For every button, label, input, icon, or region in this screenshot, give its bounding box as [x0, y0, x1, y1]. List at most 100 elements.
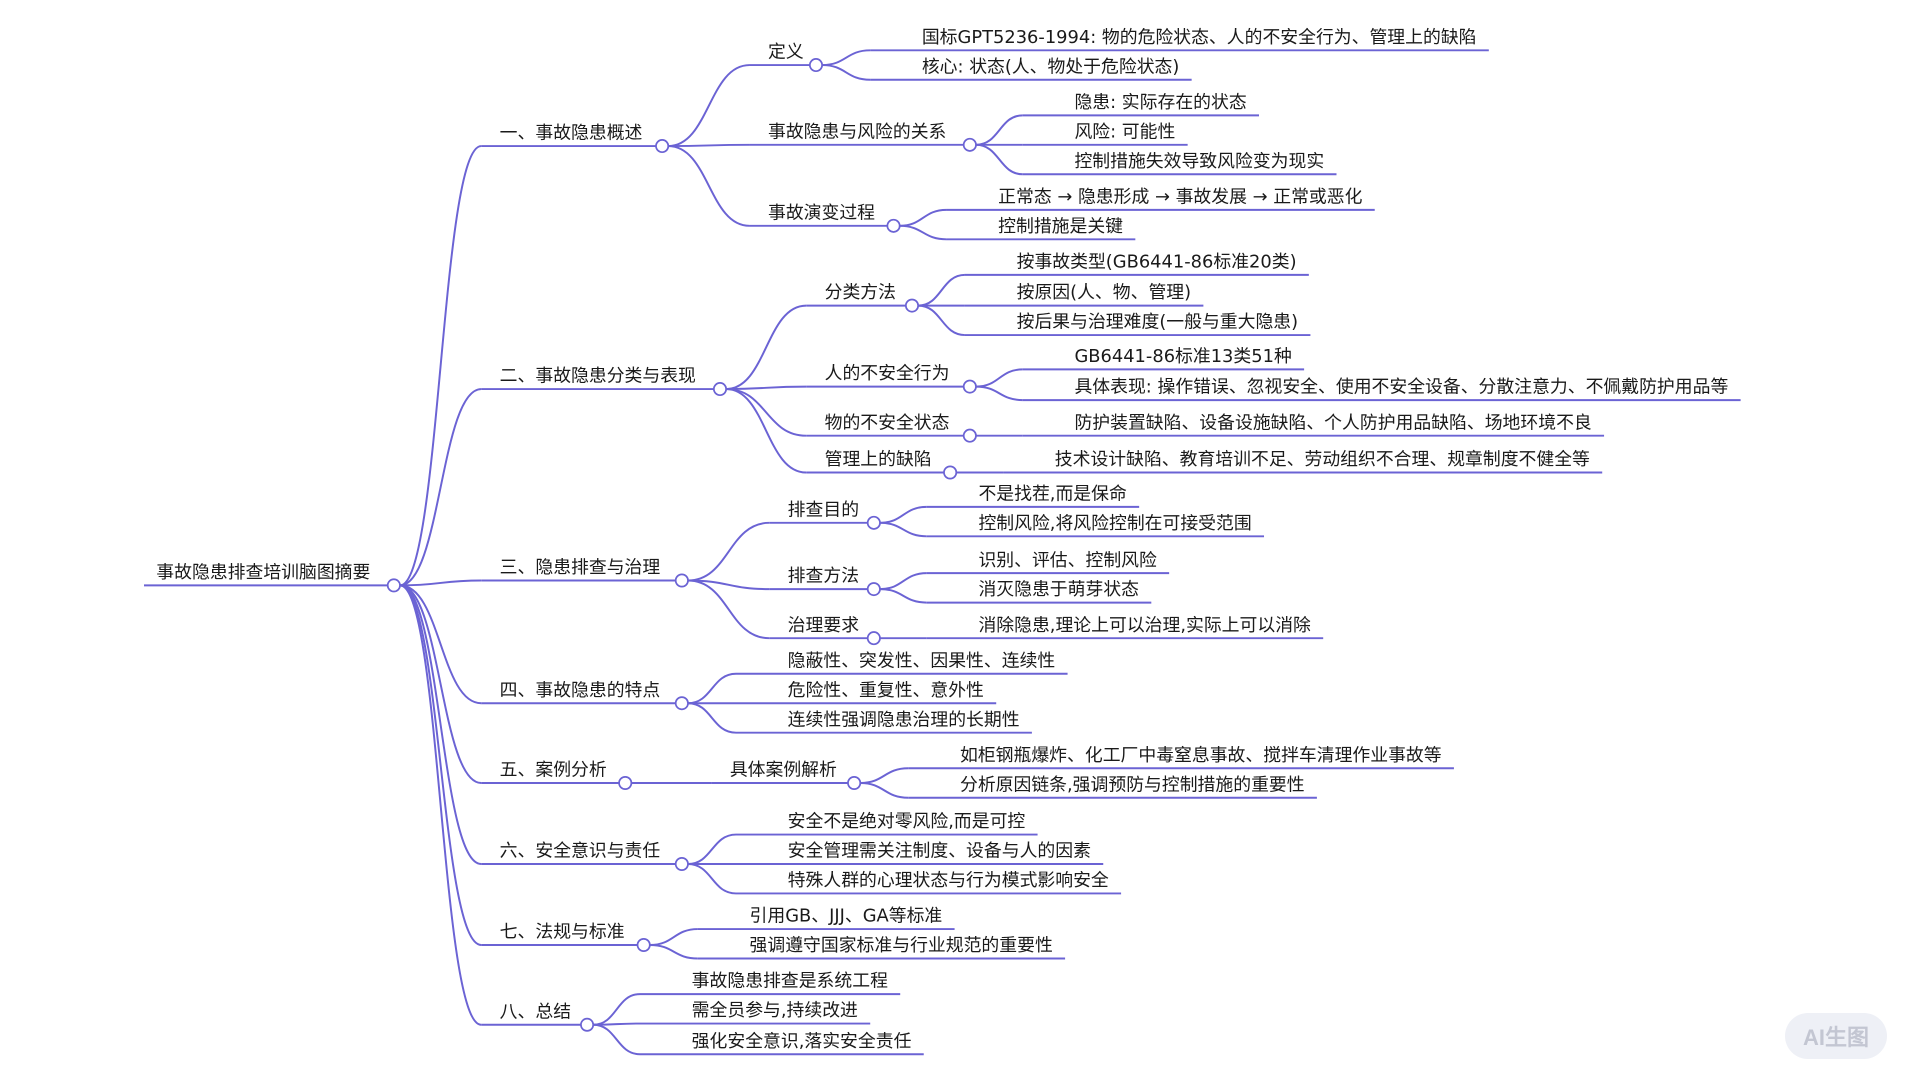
topic-node[interactable]: 治理要求	[788, 615, 860, 636]
leaf-node[interactable]: 特殊人群的心理状态与行为模式影响安全	[788, 870, 1109, 891]
topic-node[interactable]: 事故隐患与风险的关系	[768, 121, 946, 142]
branch-connector	[975, 368, 1023, 388]
branch-connector	[918, 273, 966, 307]
collapse-toggle[interactable]	[866, 515, 881, 530]
ai-generate-badge[interactable]: AI生图	[1785, 1013, 1887, 1059]
collapse-toggle[interactable]	[674, 696, 689, 711]
branch-connector	[822, 64, 871, 81]
leaf-node[interactable]: 消除隐患,理论上可以治理,实际上可以消除	[978, 615, 1311, 636]
collapse-toggle[interactable]	[847, 776, 862, 790]
ai-generate-label: AI生图	[1802, 1025, 1869, 1050]
collapse-toggle[interactable]	[866, 582, 881, 597]
branch-connector	[879, 572, 927, 591]
branch-connector	[668, 145, 750, 227]
leaf-node[interactable]: 安全不是绝对零风险,而是可控	[788, 811, 1026, 832]
topic-node[interactable]: 三、隐患排查与治理	[500, 557, 661, 578]
topic-node[interactable]: 人的不安全行为	[825, 363, 950, 384]
branch-connector	[860, 782, 909, 799]
leaf-node[interactable]: 强调遵守国家标准与行业规范的重要性	[750, 935, 1053, 956]
branch-connector	[975, 385, 1023, 402]
branch-connector	[593, 1023, 641, 1056]
branch-connector	[399, 584, 482, 784]
collapse-toggle[interactable]	[674, 573, 689, 588]
leaf-node[interactable]: 分析原因链条,强调预防与控制措施的重要性	[960, 774, 1305, 795]
mind-map-nodes: 事故隐患排查培训脑图摘要 一、事故隐患概述 定义 国标GPT5236-1994: 物的…	[156, 27, 1728, 1052]
branch-connector	[726, 388, 807, 474]
leaf-node[interactable]: 不是找茬,而是保命	[978, 484, 1127, 505]
collapse-toggle[interactable]	[674, 857, 689, 871]
branch-connector	[687, 702, 737, 734]
topic-node[interactable]: 管理上的缺陷	[825, 449, 932, 470]
branch-connector	[593, 993, 641, 1026]
branch-connector	[879, 588, 927, 604]
leaf-node[interactable]: 风险: 可能性	[1074, 121, 1175, 142]
leaf-node[interactable]: 控制风险,将风险控制在可接受范围	[978, 513, 1251, 534]
leaf-node[interactable]: 按事故类型(GB6441-86标准20类)	[1017, 252, 1297, 273]
topic-node[interactable]: 八、总结	[500, 1001, 571, 1022]
topic-node[interactable]: 分类方法	[825, 282, 896, 303]
branch-connector	[399, 584, 482, 946]
collapse-toggle[interactable]	[636, 938, 651, 952]
topic-node[interactable]: 具体案例解析	[730, 760, 837, 781]
topic-node[interactable]: 排查方法	[788, 566, 859, 587]
topic-node[interactable]: 物的不安全状态	[825, 412, 950, 433]
leaf-node[interactable]: 隐患: 实际存在的状态	[1074, 92, 1246, 113]
collapse-toggle[interactable]	[580, 1017, 595, 1032]
topic-node[interactable]: 四、事故隐患的特点	[500, 680, 661, 701]
branch-connector	[687, 863, 737, 895]
topic-node[interactable]: 二、事故隐患分类与表现	[500, 366, 696, 387]
collapse-toggle[interactable]	[962, 137, 977, 152]
collapse-toggle[interactable]	[386, 578, 401, 593]
leaf-node[interactable]: 防护装置缺陷、设备设施缺陷、个人防护用品缺陷、场地环境不良	[1074, 412, 1591, 433]
collapse-toggle[interactable]	[712, 382, 728, 397]
leaf-node[interactable]: 国标GPT5236-1994: 物的危险状态、人的不安全行为、管理上的缺陷	[922, 27, 1477, 48]
collapse-toggle[interactable]	[886, 218, 901, 233]
leaf-node[interactable]: 按原因(人、物、管理)	[1017, 282, 1191, 303]
leaf-node[interactable]: 隐蔽性、突发性、因果性、连续性	[788, 650, 1056, 671]
branch-connector	[918, 304, 965, 337]
collapse-toggle[interactable]	[866, 631, 881, 646]
branch-connector	[399, 388, 482, 587]
leaf-node[interactable]: 安全管理需关注制度、设备与人的因素	[788, 841, 1091, 862]
leaf-node[interactable]: 需全员参与,持续改进	[692, 1000, 858, 1021]
collapse-toggle[interactable]	[943, 465, 958, 480]
mind-map-edges	[144, 49, 1741, 1056]
leaf-node[interactable]: 具体表现: 操作错误、忽视安全、使用不安全设备、分散注意力、不佩戴防护用品等	[1074, 377, 1728, 398]
branch-connector	[726, 385, 807, 391]
topic-node[interactable]: 六、安全意识与责任	[500, 841, 661, 862]
leaf-node[interactable]: 核心: 状态(人、物处于危险状态)	[922, 56, 1179, 77]
leaf-node[interactable]: 按后果与治理难度(一般与重大隐患)	[1017, 312, 1298, 333]
branch-connector	[687, 579, 770, 591]
topic-node[interactable]: 事故演变过程	[768, 202, 875, 223]
branch-connector	[399, 579, 482, 587]
collapse-toggle[interactable]	[962, 379, 977, 394]
leaf-node[interactable]: 强化安全意识,落实安全责任	[692, 1031, 912, 1052]
branch-connector	[879, 505, 927, 524]
collapse-toggle[interactable]	[655, 139, 670, 154]
collapse-toggle[interactable]	[808, 58, 824, 73]
leaf-node[interactable]: 识别、评估、控制风险	[978, 550, 1157, 571]
leaf-node[interactable]: 技术设计缺陷、教育培训不足、劳动组织不合理、规章制度不健全等	[1055, 449, 1590, 470]
topic-node[interactable]: 排查目的	[788, 499, 859, 520]
branch-connector	[399, 584, 482, 1026]
topic-node[interactable]: 定义	[768, 42, 804, 63]
topic-node[interactable]: 五、案例分析	[500, 760, 607, 781]
topic-node[interactable]: 一、事故隐患概述	[500, 123, 643, 144]
leaf-node[interactable]: 控制措施失效导致风险变为现实	[1074, 151, 1324, 172]
leaf-node[interactable]: 如柜钢瓶爆炸、化工厂中毒窒息事故、搅拌车清理作业事故等	[960, 745, 1442, 766]
collapse-toggle[interactable]	[962, 428, 977, 443]
collapse-toggle[interactable]	[618, 776, 633, 790]
leaf-node[interactable]: 事故隐患排查是系统工程	[692, 971, 888, 992]
root-topic[interactable]: 事故隐患排查培训脑图摘要	[156, 562, 370, 583]
branch-connector	[860, 767, 909, 784]
leaf-node[interactable]: 危险性、重复性、意外性	[788, 680, 984, 701]
leaf-node[interactable]: 消灭隐患于萌芽状态	[978, 579, 1139, 600]
branch-connector	[649, 928, 698, 946]
leaf-node[interactable]: 正常态 → 隐患形成 → 事故发展 → 正常或恶化	[998, 187, 1362, 208]
leaf-node[interactable]: 连续性强调隐患治理的长期性	[788, 709, 1020, 730]
leaf-node[interactable]: 引用GB、JJJ、GA等标准	[750, 906, 943, 927]
topic-node[interactable]: 七、法规与标准	[500, 922, 625, 943]
leaf-node[interactable]: 控制措施是关键	[998, 216, 1123, 237]
collapse-toggle[interactable]	[904, 298, 920, 313]
leaf-node[interactable]: GB6441-86标准13类51种	[1074, 346, 1291, 367]
